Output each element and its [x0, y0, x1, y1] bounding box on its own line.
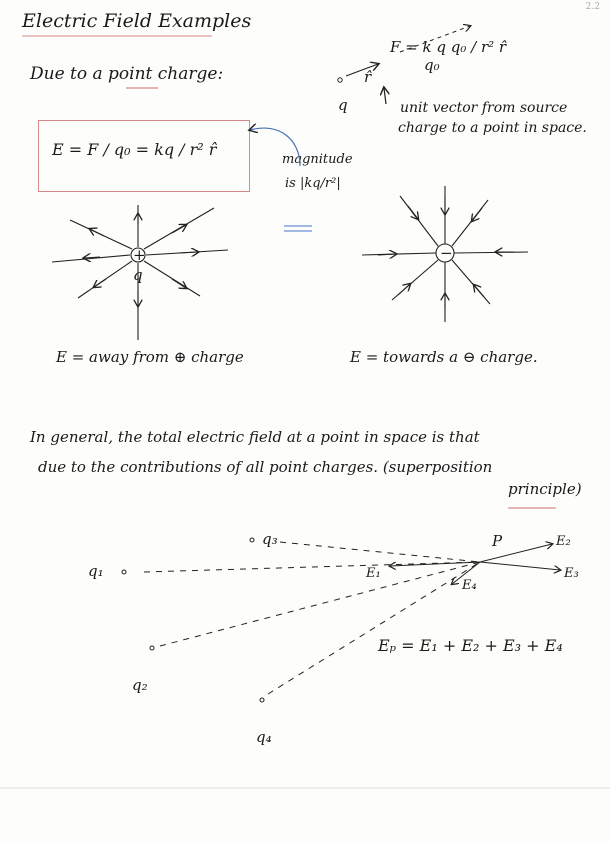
force-equation: F = k q q₀ / r² r̂: [390, 38, 507, 56]
charge-q1-label: q₁: [88, 562, 104, 580]
q0-label: q₀: [424, 56, 440, 74]
point-p-label: P: [492, 532, 503, 550]
negative-charge-field: [361, 186, 529, 322]
unit-vector-note: unit vector from source: [400, 100, 568, 116]
vector-e4-label: E₄: [462, 578, 477, 593]
positive-charge-field: [51, 205, 229, 340]
unit-vector-arrow: [345, 64, 378, 77]
blue-pointer-arrow: [250, 128, 301, 167]
section-heading: Due to a point charge:: [30, 64, 224, 84]
page-title: Electric Field Examples: [22, 10, 252, 32]
page-number: 2.2: [585, 2, 600, 12]
negative-charge-sign: −: [440, 244, 453, 262]
charge-q4-label: q₄: [256, 728, 272, 746]
unit-vector-note-2: charge to a point in space.: [398, 120, 587, 136]
superposition-text-2: due to the contributions of all point ch…: [38, 458, 493, 476]
charge-q3-label: q₃: [262, 530, 278, 548]
source-charge-dot: [337, 77, 343, 83]
positive-field-caption: E = away from ⊕ charge: [56, 348, 244, 366]
positive-charge-sign: +: [133, 246, 146, 264]
superposition-text-3: principle): [508, 480, 582, 498]
vector-e1-label: E₁: [366, 566, 381, 581]
rhat-label: r̂: [364, 68, 372, 86]
vector-e2-label: E₂: [556, 534, 571, 549]
rhat-pointer: [384, 88, 386, 105]
vector-e3-label: E₃: [564, 566, 579, 581]
superposition-text-1: In general, the total electric field at …: [30, 428, 480, 446]
source-charge-label: q: [338, 96, 348, 114]
charge-q2-label: q₂: [132, 676, 148, 694]
magnitude-note-2: is |kq/r²|: [285, 176, 341, 191]
field-equation-box: [38, 120, 250, 192]
force-arrow: [399, 26, 470, 53]
field-equation: E = F / q₀ = kq / r² r̂: [52, 140, 217, 159]
negative-field-caption: E = towards a ⊖ charge.: [350, 348, 538, 366]
superposition-diagram: [121, 537, 560, 703]
superposition-equation: Eₚ = E₁ + E₂ + E₃ + E₄: [378, 636, 563, 655]
